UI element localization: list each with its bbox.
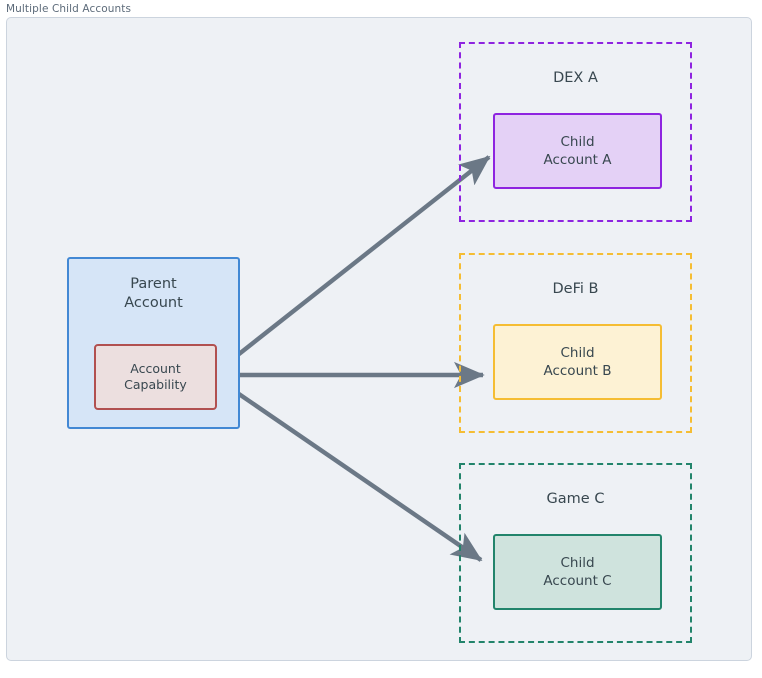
- group-defi-b-title: DeFi B: [552, 281, 599, 297]
- child-account-a-label-line1: Child: [560, 133, 595, 150]
- child-account-a-label-line2: Account A: [543, 152, 612, 168]
- parent-account-title-line1: Parent: [130, 276, 177, 292]
- child-account-c-node[interactable]: Child Account C: [493, 534, 662, 610]
- group-defi-b: DeFi B: [459, 253, 692, 433]
- account-capability-node[interactable]: Account Capability: [94, 344, 217, 410]
- child-account-b-label-line1: Child: [560, 344, 595, 361]
- account-capability-label-line2: Capability: [124, 377, 187, 392]
- diagram-caption: Multiple Child Accounts: [6, 3, 132, 15]
- group-dex-a: DEX A: [459, 42, 692, 222]
- child-account-a-node[interactable]: Child Account A: [493, 113, 662, 189]
- parent-account-title-line2: Account: [124, 295, 183, 312]
- child-account-c-label-line2: Account C: [543, 573, 612, 589]
- parent-account-node[interactable]: Parent Account Account Capability: [67, 257, 240, 429]
- child-account-b-node[interactable]: Child Account B: [493, 324, 662, 400]
- group-game-c: Game C: [459, 463, 692, 643]
- child-account-b-label-line2: Account B: [543, 363, 612, 379]
- child-account-c-label-line1: Child: [560, 554, 595, 571]
- account-capability-label-line1: Account: [130, 360, 181, 376]
- group-dex-a-title: DEX A: [553, 70, 598, 86]
- group-game-c-title: Game C: [546, 491, 605, 507]
